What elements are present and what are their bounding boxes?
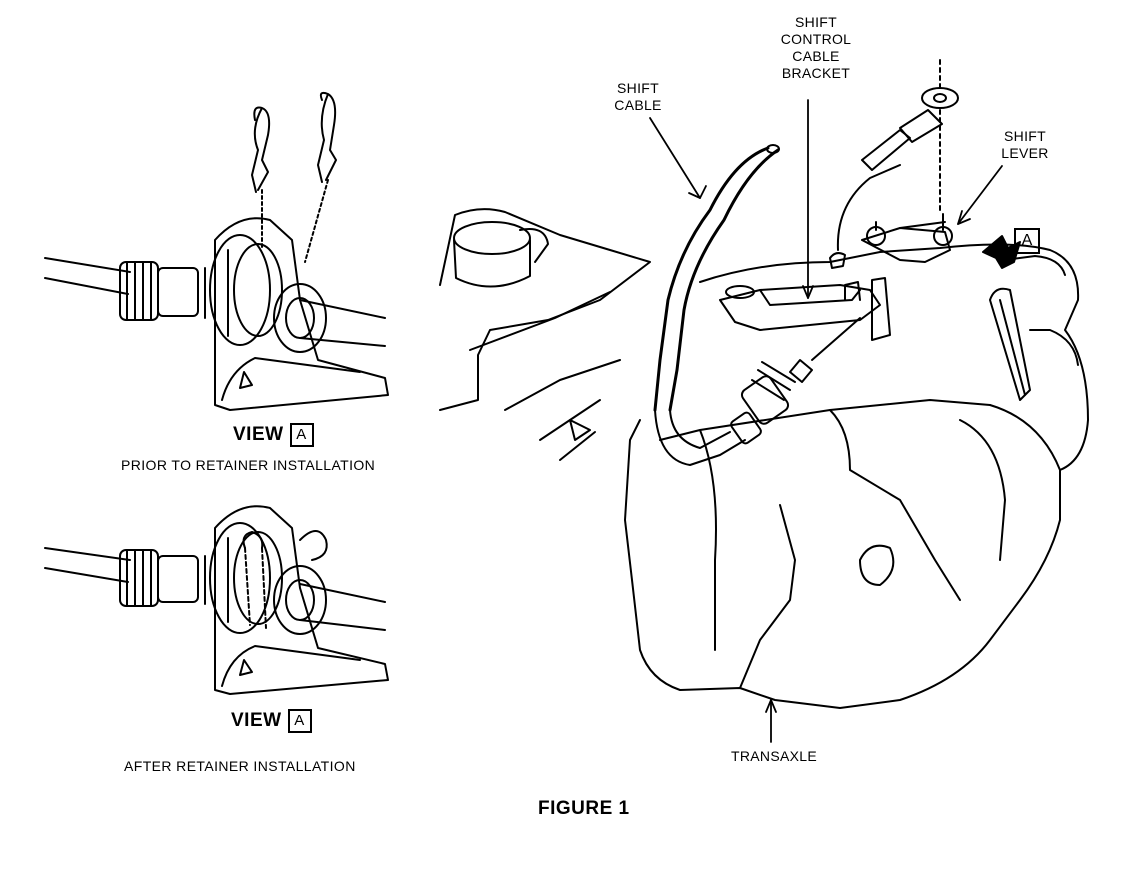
- shift-lever-label: SHIFT LEVER: [994, 128, 1056, 162]
- view-a-prior-letter: A: [289, 423, 314, 447]
- view-a-prior-title-text: VIEW: [233, 424, 284, 445]
- view-a-after-letter: A: [287, 709, 312, 733]
- bracket-label-line-4: BRACKET: [781, 65, 851, 81]
- shift-cable-label-line-1: SHIFT: [617, 80, 659, 96]
- view-a-prior-caption: PRIOR TO RETAINER INSTALLATION: [121, 457, 376, 473]
- shift-cable-label-line-2: CABLE: [614, 97, 662, 113]
- view-a-after-title: VIEW A: [231, 709, 312, 733]
- bracket-label-line-1: SHIFT: [795, 14, 837, 30]
- shift-lever-label-line-2: LEVER: [1001, 145, 1049, 161]
- shift-cable-label: SHIFT CABLE: [606, 80, 670, 114]
- view-a-prior-title: VIEW A: [233, 423, 314, 447]
- view-a-after-illustration: [44, 505, 389, 695]
- transaxle-assembly-illustration: [439, 59, 1089, 743]
- bracket-label-line-3: CABLE: [792, 48, 840, 64]
- view-a-after-title-text: VIEW: [231, 710, 282, 731]
- figure-title: FIGURE 1: [538, 798, 630, 819]
- shift-lever-label-line-1: SHIFT: [1004, 128, 1046, 144]
- view-a-callout-box: A: [1014, 228, 1040, 254]
- transaxle-label: TRANSAXLE: [731, 748, 817, 764]
- bracket-label-line-2: CONTROL: [780, 31, 852, 47]
- view-a-prior-illustration: [44, 91, 389, 411]
- view-a-after-caption: AFTER RETAINER INSTALLATION: [124, 758, 356, 774]
- bracket-label: SHIFT CONTROL CABLE BRACKET: [770, 14, 862, 82]
